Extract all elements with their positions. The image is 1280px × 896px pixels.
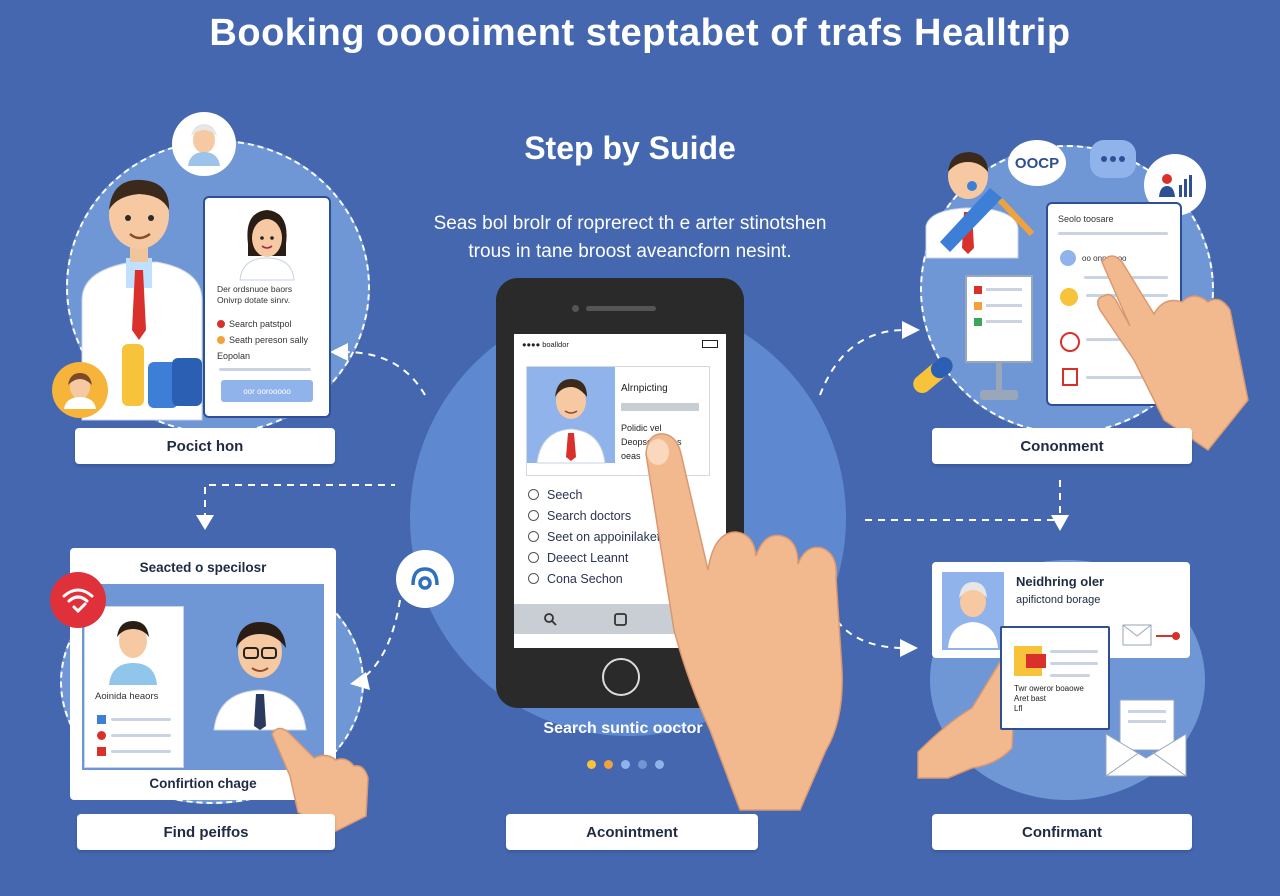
bubble-text: OOCP xyxy=(1014,154,1060,172)
phone-camera xyxy=(572,305,579,312)
doctor-name: Aoinida heaors xyxy=(95,691,159,702)
mail-icon xyxy=(1122,624,1152,646)
home-icon[interactable] xyxy=(614,612,627,626)
card-text-line-4: Seath pereson sally xyxy=(229,335,309,345)
progress-dot-5[interactable] xyxy=(654,760,664,769)
phone-menu: Seech Search doctors Seet on appoinilake… xyxy=(528,484,660,589)
red-target-icon xyxy=(1060,332,1080,352)
menu-item-1[interactable]: Seech xyxy=(528,484,660,505)
menu-item-5[interactable]: Cona Sechon xyxy=(528,568,660,589)
confirmation-card: Neidhring oler apifictond borage xyxy=(932,562,1190,658)
share-icon xyxy=(1156,632,1180,640)
doctor-with-glasses xyxy=(213,622,307,731)
ticket-card: Twr oweror boaowe Aret bast Lfl xyxy=(1000,626,1110,730)
step-label-mid-right: Confirmant xyxy=(932,814,1192,850)
card-text-line-5: Eopolan xyxy=(217,351,251,361)
progress-dot-1[interactable] xyxy=(586,760,596,769)
battery-icon xyxy=(702,340,718,348)
radio-icon xyxy=(528,552,539,563)
ticket-text-1: Twr oweror boaowe xyxy=(1014,684,1084,693)
wifi-check-icon xyxy=(50,572,106,628)
ticket-text-2: Aret bast xyxy=(1014,694,1047,703)
search-icon[interactable] xyxy=(543,612,557,626)
orange-dot-icon xyxy=(217,336,225,344)
monitor-stand-icon xyxy=(965,275,1033,400)
step-label-top-left: Pocict hon xyxy=(75,428,335,464)
progress-dots xyxy=(580,760,670,769)
specialist-card-title: Seacted o specilosr xyxy=(139,560,267,575)
yellow-item-icon xyxy=(1060,288,1078,306)
doctor-avatar-confirm xyxy=(948,582,998,648)
card-text-line-2: Onivrp dotate sinrv. xyxy=(217,295,291,305)
doctor-avatar-small xyxy=(109,621,157,685)
female-doctor-icon xyxy=(239,210,295,281)
pill-bottles xyxy=(120,340,210,410)
magnifier-bubble-icon xyxy=(396,550,454,608)
pin-icon xyxy=(97,747,106,756)
radio-icon xyxy=(528,510,539,521)
bag-icon xyxy=(1062,368,1078,386)
center-caption: Search suntic ooctor xyxy=(543,720,703,737)
menu-item-2[interactable]: Search doctors xyxy=(528,505,660,526)
phone-home-button[interactable] xyxy=(602,658,640,696)
profile-title: Alrnpicting xyxy=(621,383,668,394)
profile-card-left: Der ordsnuoe baors Onivrp dotate sinrv. … xyxy=(203,196,331,418)
page-subtitle: Step by Suide xyxy=(524,130,736,166)
avatar xyxy=(1060,250,1076,266)
doctor-photo xyxy=(536,379,606,464)
confirm-card-title: Neidhring oler xyxy=(1016,574,1105,589)
envelope-icon xyxy=(1105,699,1187,777)
card-text-line-3: Search patstpol xyxy=(229,319,292,329)
progress-dot-4[interactable] xyxy=(637,760,647,769)
specialist-card-footer: Confirtion chage xyxy=(149,776,257,791)
pointing-hand-right xyxy=(1097,255,1249,452)
description-line-1: Seas bol brolr of roprerect th e arter s… xyxy=(433,213,827,234)
booking-card-title: Seolo toosare xyxy=(1058,214,1114,224)
chat-bubble-icon xyxy=(1090,140,1136,178)
red-heart-icon xyxy=(97,731,106,740)
confirm-card-subtitle: apifictond borage xyxy=(1016,594,1101,606)
menu-item-3[interactable]: Seet on appoinilaket xyxy=(528,526,660,547)
progress-dot-3[interactable] xyxy=(620,760,630,769)
menu-item-label-1: Seech xyxy=(547,487,583,502)
speech-bubble-icon: OOCP xyxy=(1008,140,1066,186)
pointing-hand-left xyxy=(271,727,369,835)
menu-item-label-2: Search doctors xyxy=(547,508,632,523)
page-description: Seas bol brolr of roprerect th e arter s… xyxy=(360,210,900,266)
phone-speaker xyxy=(586,306,656,311)
booking-row-text: oo onnpo oo xyxy=(1082,253,1127,263)
step-label-top-right: Cononment xyxy=(932,428,1192,464)
profile-line-3: oeas xyxy=(621,451,641,461)
progress-dot-2[interactable] xyxy=(603,760,613,769)
red-dot-icon xyxy=(217,320,225,328)
menu-item-label-3: Seet on appoinilaket xyxy=(547,529,661,544)
doctor-with-clipboard xyxy=(925,152,1035,259)
menu-item-label-4: Deeect Leannt xyxy=(547,550,629,565)
radio-icon xyxy=(528,573,539,584)
profile-line-1: Polidic vel xyxy=(621,423,662,433)
description-line-2: trous in tane broost aveancforn nesint. xyxy=(468,241,792,262)
step-label-center: Aconintment xyxy=(506,814,758,850)
blue-square-icon xyxy=(97,715,106,724)
step-label-mid-left: Find peiffos xyxy=(77,814,335,850)
radio-icon xyxy=(528,531,539,542)
nurse-avatar-bubble xyxy=(172,112,236,176)
card-text-line-1: Der ordsnuoe baors xyxy=(217,284,293,294)
doctor-profile-card: Alrnpicting Polidic vel Deopsers eges oe… xyxy=(526,366,710,476)
page-title: Booking ooooiment steptabet of trafs Hea… xyxy=(209,12,1071,54)
patient-avatar-bubble xyxy=(52,362,108,418)
card-action-button[interactable]: oor oorooooo xyxy=(221,380,313,402)
menu-item-label-5: Cona Sechon xyxy=(547,571,623,586)
pointing-hand-center xyxy=(645,433,843,811)
pill-icon xyxy=(913,357,953,393)
status-carrier: ●●●● boalldor xyxy=(522,340,569,349)
radio-icon xyxy=(528,489,539,500)
menu-item-4[interactable]: Deeect Leannt xyxy=(528,547,660,568)
ticket-text-3: Lfl xyxy=(1014,704,1023,713)
